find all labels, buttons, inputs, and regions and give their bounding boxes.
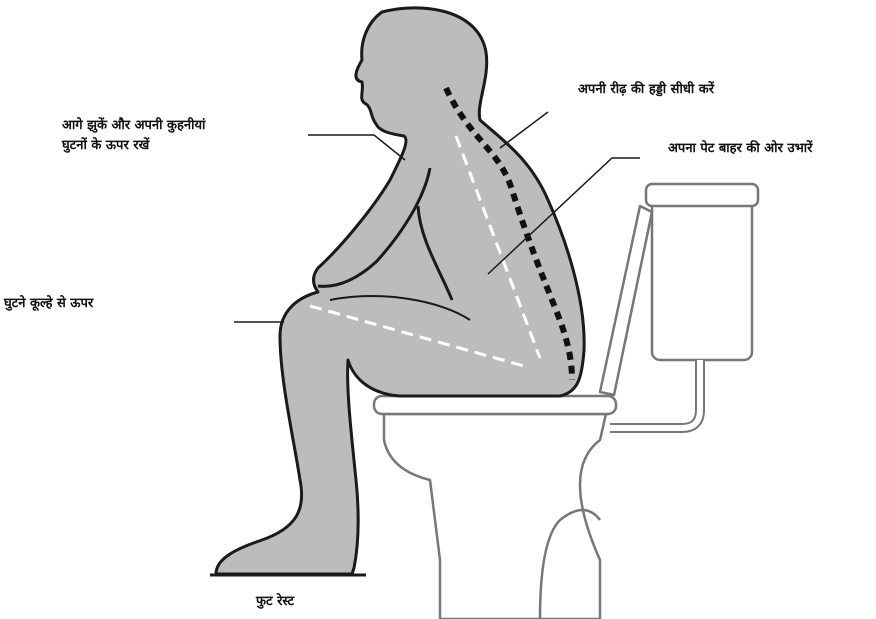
toilet-pipe [610,360,700,428]
toilet-seat [374,396,616,414]
label-foot-rest: फुट रेस्ट [256,592,294,612]
toilet-seat-lid [600,206,652,395]
leader-spine [500,112,548,148]
label-straighten-spine: अपनी रीढ़ की हड्डी सीधी करें [578,80,714,100]
label-belly-out: अपना पेट बाहर की ओर उभारें [668,139,812,159]
label-knees-above-hips: घुटने कूल्हे से ऊपर [4,294,93,314]
label-lean-forward: आगे झुकें और अपनी कुहनीयां घुटनों के ऊपर… [62,116,205,156]
toilet-bowl [384,414,606,619]
label-lean-forward-line1: आगे झुकें और अपनी कुहनीयां [62,116,205,136]
label-lean-forward-line2: घुटनों के ऊपर रखें [62,136,205,156]
toilet-tank [652,196,752,360]
toilet-tank-lid [646,184,758,206]
leader-lean [308,135,405,160]
